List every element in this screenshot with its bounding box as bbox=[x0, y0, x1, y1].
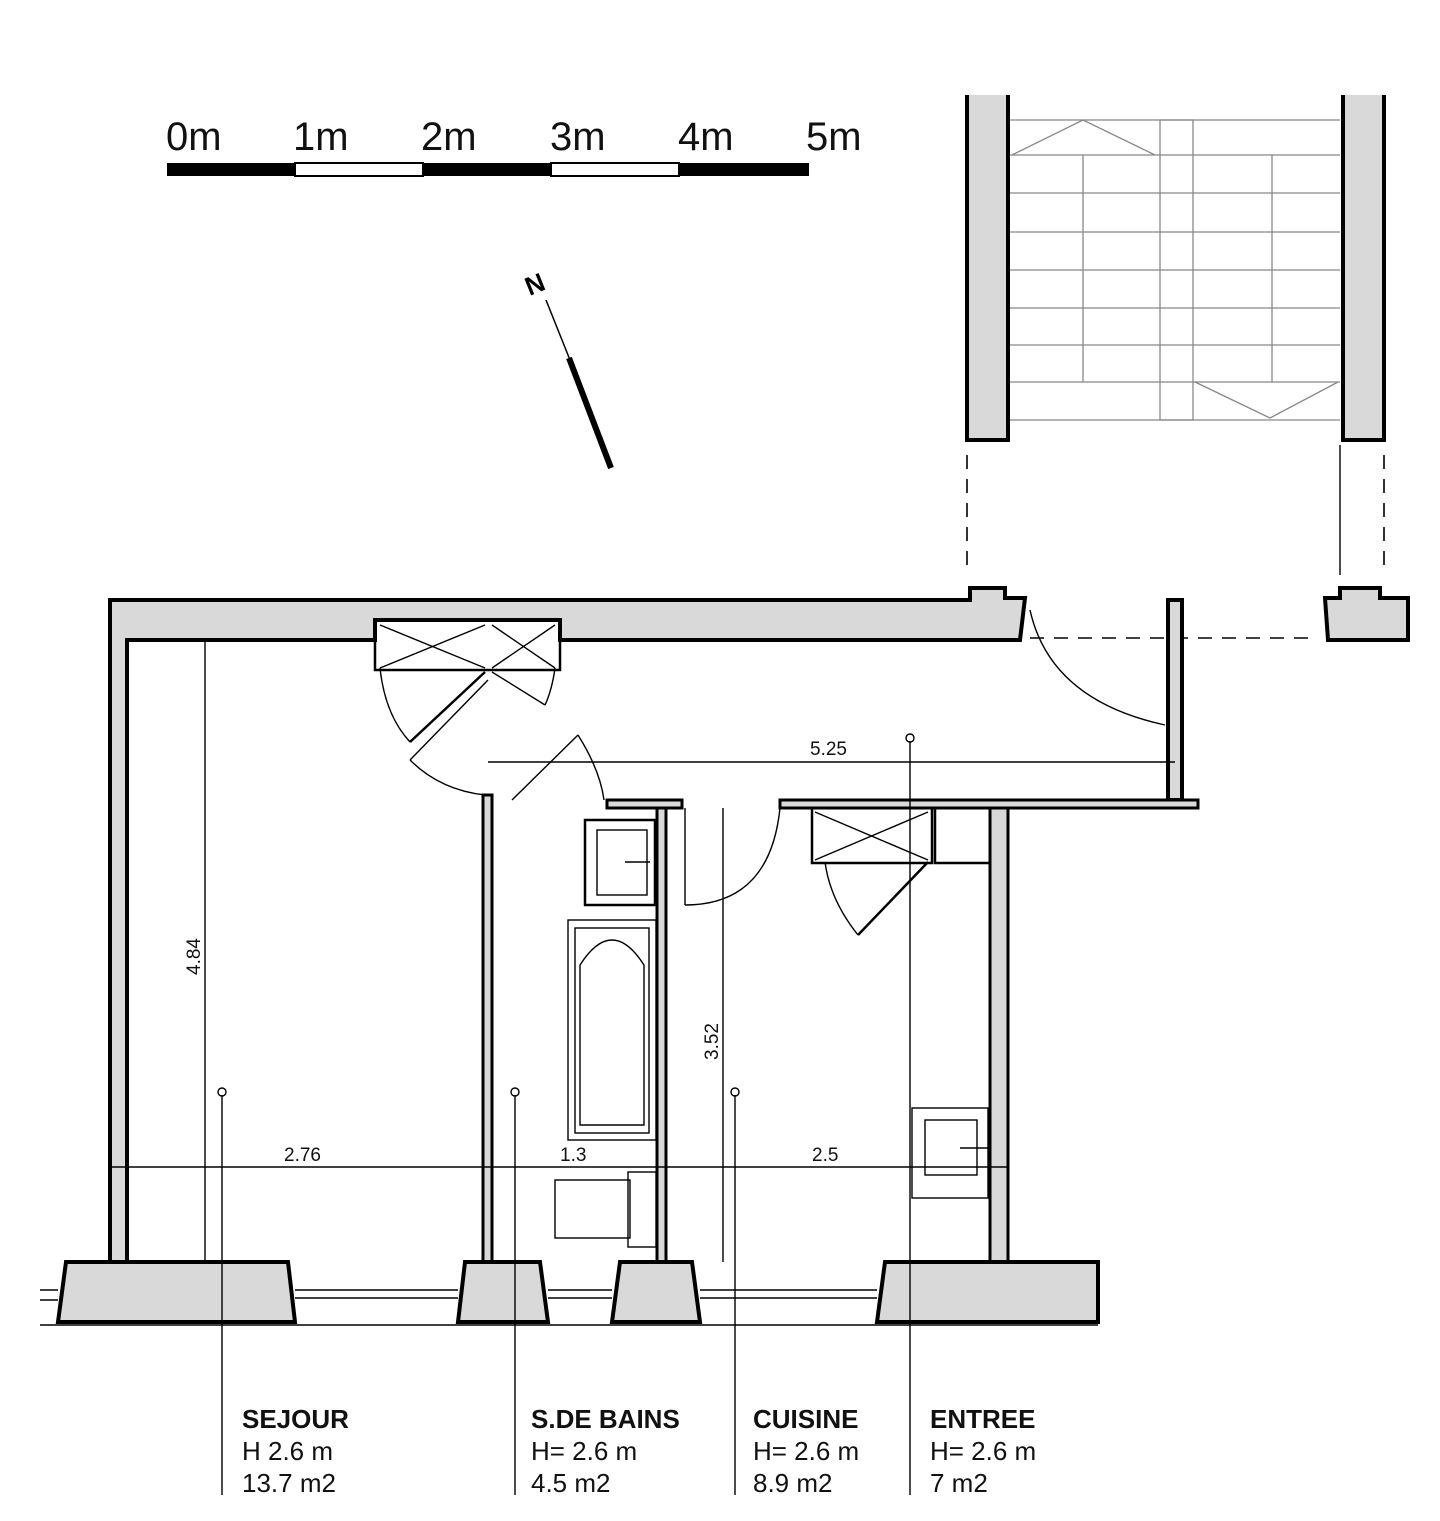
doors-and-closets bbox=[373, 609, 1166, 936]
room-label-sejour: SEJOUR H 2.6 m 13.7 m2 bbox=[242, 1404, 349, 1498]
scale-label: 1m bbox=[293, 115, 349, 159]
scale-label: 3m bbox=[550, 115, 606, 159]
scale-bar: 0m 1m 2m 3m 4m 5m bbox=[166, 115, 862, 177]
room-height: H 2.6 m bbox=[242, 1436, 333, 1466]
dimension-sejour-width: 2.76 bbox=[284, 1145, 321, 1166]
scale-label: 5m bbox=[806, 115, 862, 159]
room-name: ENTREE bbox=[930, 1404, 1035, 1434]
room-height: H= 2.6 m bbox=[531, 1436, 637, 1466]
room-label-entry: ENTREE H= 2.6 m 7 m2 bbox=[930, 1404, 1036, 1498]
dimension-bath-width: 1.3 bbox=[560, 1145, 586, 1166]
room-height: H= 2.6 m bbox=[753, 1436, 859, 1466]
dimension-entry-width: 5.25 bbox=[810, 739, 847, 760]
room-area: 13.7 m2 bbox=[242, 1468, 336, 1498]
room-height: H= 2.6 m bbox=[930, 1436, 1036, 1466]
room-name: SEJOUR bbox=[242, 1404, 349, 1434]
scale-label: 2m bbox=[421, 115, 477, 159]
room-label-bathroom: S.DE BAINS H= 2.6 m 4.5 m2 bbox=[531, 1404, 680, 1498]
room-name: S.DE BAINS bbox=[531, 1404, 680, 1434]
room-name: CUISINE bbox=[753, 1404, 858, 1434]
room-area: 4.5 m2 bbox=[531, 1468, 611, 1498]
dimension-lines bbox=[110, 638, 1175, 1495]
dimension-kitchen-width: 2.5 bbox=[812, 1145, 838, 1166]
room-area: 7 m2 bbox=[930, 1468, 988, 1498]
north-arrow-icon: N bbox=[521, 267, 614, 470]
scale-label: 4m bbox=[678, 115, 734, 159]
walls bbox=[40, 586, 1410, 1326]
room-label-kitchen: CUISINE H= 2.6 m 8.9 m2 bbox=[753, 1404, 859, 1498]
scale-label: 0m bbox=[166, 115, 222, 159]
north-label: N bbox=[521, 267, 550, 302]
stairwell bbox=[965, 95, 1386, 639]
room-area: 8.9 m2 bbox=[753, 1468, 833, 1498]
fixtures bbox=[554, 818, 989, 1248]
dimension-kitchen-depth: 3.52 bbox=[702, 1023, 723, 1060]
dimension-sejour-depth: 4.84 bbox=[184, 938, 205, 975]
